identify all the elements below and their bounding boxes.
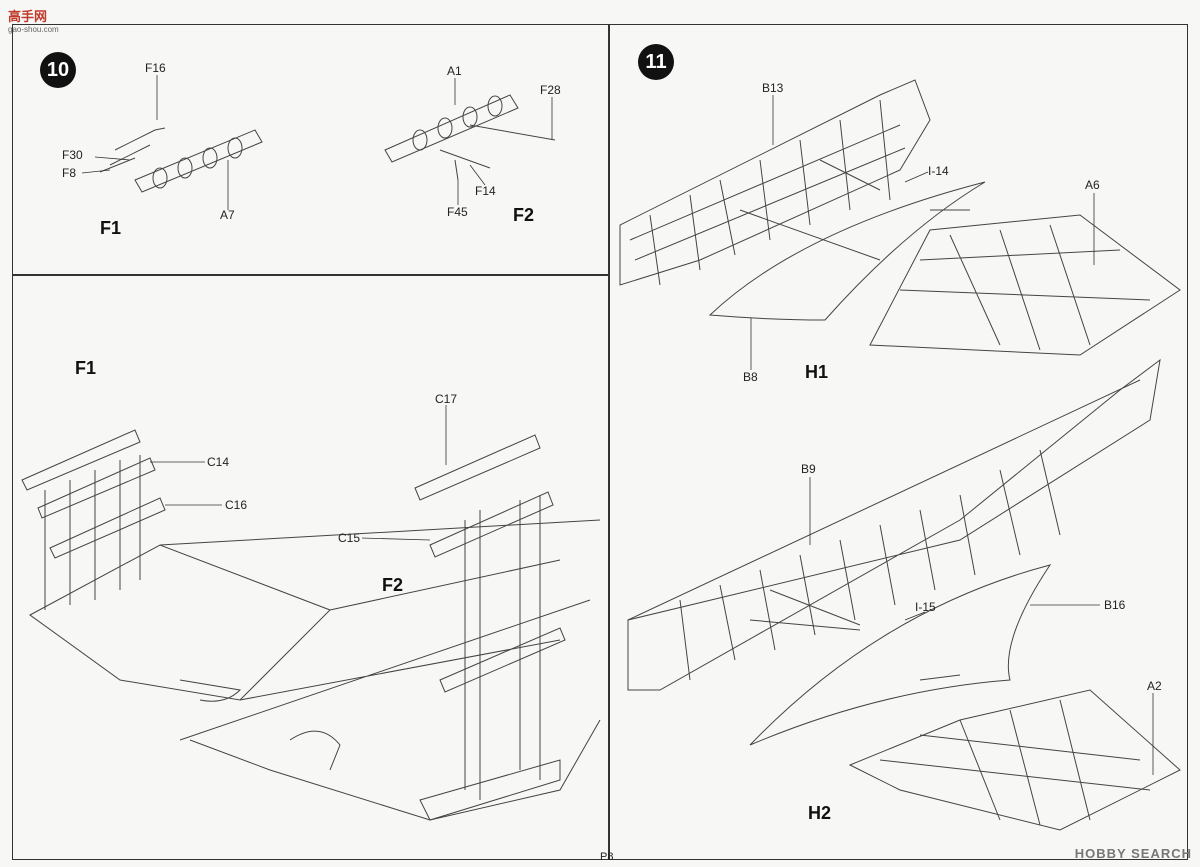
page-number: P8 xyxy=(600,851,614,863)
part-label-a1: A1 xyxy=(447,64,462,78)
step-10-marker: 10 xyxy=(40,52,76,88)
a1-bulkhead xyxy=(384,94,519,163)
part-label-a7: A7 xyxy=(220,208,235,222)
part-label-f14: F14 xyxy=(475,184,496,198)
step-11-marker: 11 xyxy=(638,44,674,80)
step-10-panel xyxy=(12,24,610,276)
step-main-assembly-panel xyxy=(12,274,610,860)
part-label-c14: C14 xyxy=(207,455,230,469)
part-label-f30: F30 xyxy=(62,148,83,162)
part-label-b13: B13 xyxy=(762,81,784,95)
part-label-i15: I-15 xyxy=(915,600,936,614)
part-label-i14: I-14 xyxy=(928,164,949,178)
a2-wing-panel xyxy=(848,689,1181,831)
part-label-b8: B8 xyxy=(743,370,758,384)
b13-fuselage-half xyxy=(619,79,931,286)
site-logo-url: gao-shou.com xyxy=(8,25,59,34)
step-11-panel xyxy=(608,24,1188,860)
part-label-f28: F28 xyxy=(540,83,561,97)
b8-wing-fairing xyxy=(708,181,986,321)
part-label-b16: B16 xyxy=(1104,598,1126,612)
part-label-f8: F8 xyxy=(62,166,77,180)
sub-assembly-f2-main: F2 xyxy=(382,575,404,595)
fuselage-floor xyxy=(29,544,331,701)
part-label-c15: C15 xyxy=(338,531,361,545)
hobby-search-watermark: HOBBY SEARCH xyxy=(1074,846,1192,861)
sub-assembly-f1-top: F1 xyxy=(100,218,122,238)
part-label-a6: A6 xyxy=(1085,178,1100,192)
sub-assembly-f2-top: F2 xyxy=(513,205,535,225)
part-label-c17: C17 xyxy=(435,392,458,406)
sub-assembly-h2: H2 xyxy=(808,803,832,823)
a6-wing-panel xyxy=(869,214,1181,356)
sub-assembly-f1-main: F1 xyxy=(75,358,97,378)
part-label-b9: B9 xyxy=(801,462,816,476)
b16-wing-fairing xyxy=(749,564,1052,746)
a7-bulkhead xyxy=(134,129,263,193)
part-label-a2: A2 xyxy=(1147,679,1162,693)
site-logo: 高手网 gao-shou.com xyxy=(8,6,59,34)
part-label-f16: F16 xyxy=(145,61,166,75)
part-label-c16: C16 xyxy=(225,498,248,512)
b9-fuselage-half xyxy=(627,358,1161,691)
site-logo-main: 高手网 xyxy=(8,9,48,24)
part-label-f45: F45 xyxy=(447,205,468,219)
sub-assembly-h1: H1 xyxy=(805,362,829,382)
